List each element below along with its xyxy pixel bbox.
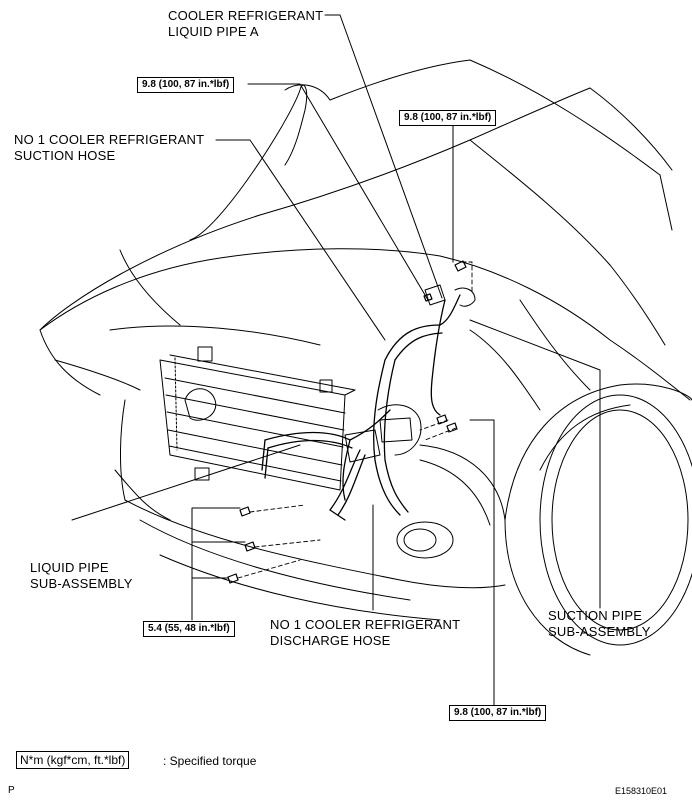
torque-spec-lower-left: 5.4 (55, 48 in.*lbf): [143, 621, 235, 637]
figure-id: E158310E01: [615, 786, 668, 796]
hood: [39, 59, 591, 331]
suction-pipe-sub-assembly-label: SUCTION PIPE SUB-ASSEMBLY: [548, 608, 651, 640]
label-line: LIQUID PIPE: [30, 560, 109, 575]
footer-mark: P: [8, 785, 15, 796]
assembly-dashes: [237, 261, 473, 579]
discharge-hose-label: NO 1 COOLER REFRIGERANT DISCHARGE HOSE: [270, 617, 460, 649]
torque-legend-description: : Specified torque: [163, 754, 257, 768]
windshield: [469, 59, 673, 266]
label-line: SUCTION HOSE: [14, 148, 116, 163]
fog-lamp: [396, 521, 454, 559]
label-line: SUB-ASSEMBLY: [548, 624, 651, 639]
label-line: NO 1 COOLER REFRIGERANT: [14, 132, 205, 147]
fender: [439, 255, 691, 411]
label-line: NO 1 COOLER REFRIGERANT: [270, 617, 461, 632]
torque-spec-bottom-right: 9.8 (100, 87 in.*lbf): [449, 705, 547, 721]
cooler-refrigerant-liquid-pipe-a-label: COOLER REFRIGERANT LIQUID PIPE A: [168, 8, 323, 40]
suction-hose-label: NO 1 COOLER REFRIGERANT SUCTION HOSE: [14, 132, 204, 164]
label-line: COOLER REFRIGERANT: [168, 8, 324, 23]
refrigerant-lines: [261, 294, 461, 521]
torque-spec-top-left: 9.8 (100, 87 in.*lbf): [137, 77, 235, 93]
compressor-block: [344, 284, 476, 463]
front-wheel: [504, 383, 692, 656]
torque-spec-top-right: 9.8 (100, 87 in.*lbf): [399, 110, 497, 126]
condenser: [159, 346, 356, 491]
liquid-pipe-sub-assembly-label: LIQUID PIPE SUB-ASSEMBLY: [30, 560, 133, 592]
front-bumper: [39, 325, 506, 621]
torque-unit-legend-box: N*m (kgf*cm, ft.*lbf): [16, 751, 130, 769]
leader-lines: [71, 14, 601, 706]
label-line: DISCHARGE HOSE: [270, 633, 391, 648]
label-line: SUCTION PIPE: [548, 608, 643, 623]
label-line: LIQUID PIPE A: [168, 24, 259, 39]
bolts: [227, 260, 467, 584]
label-line: SUB-ASSEMBLY: [30, 576, 133, 591]
